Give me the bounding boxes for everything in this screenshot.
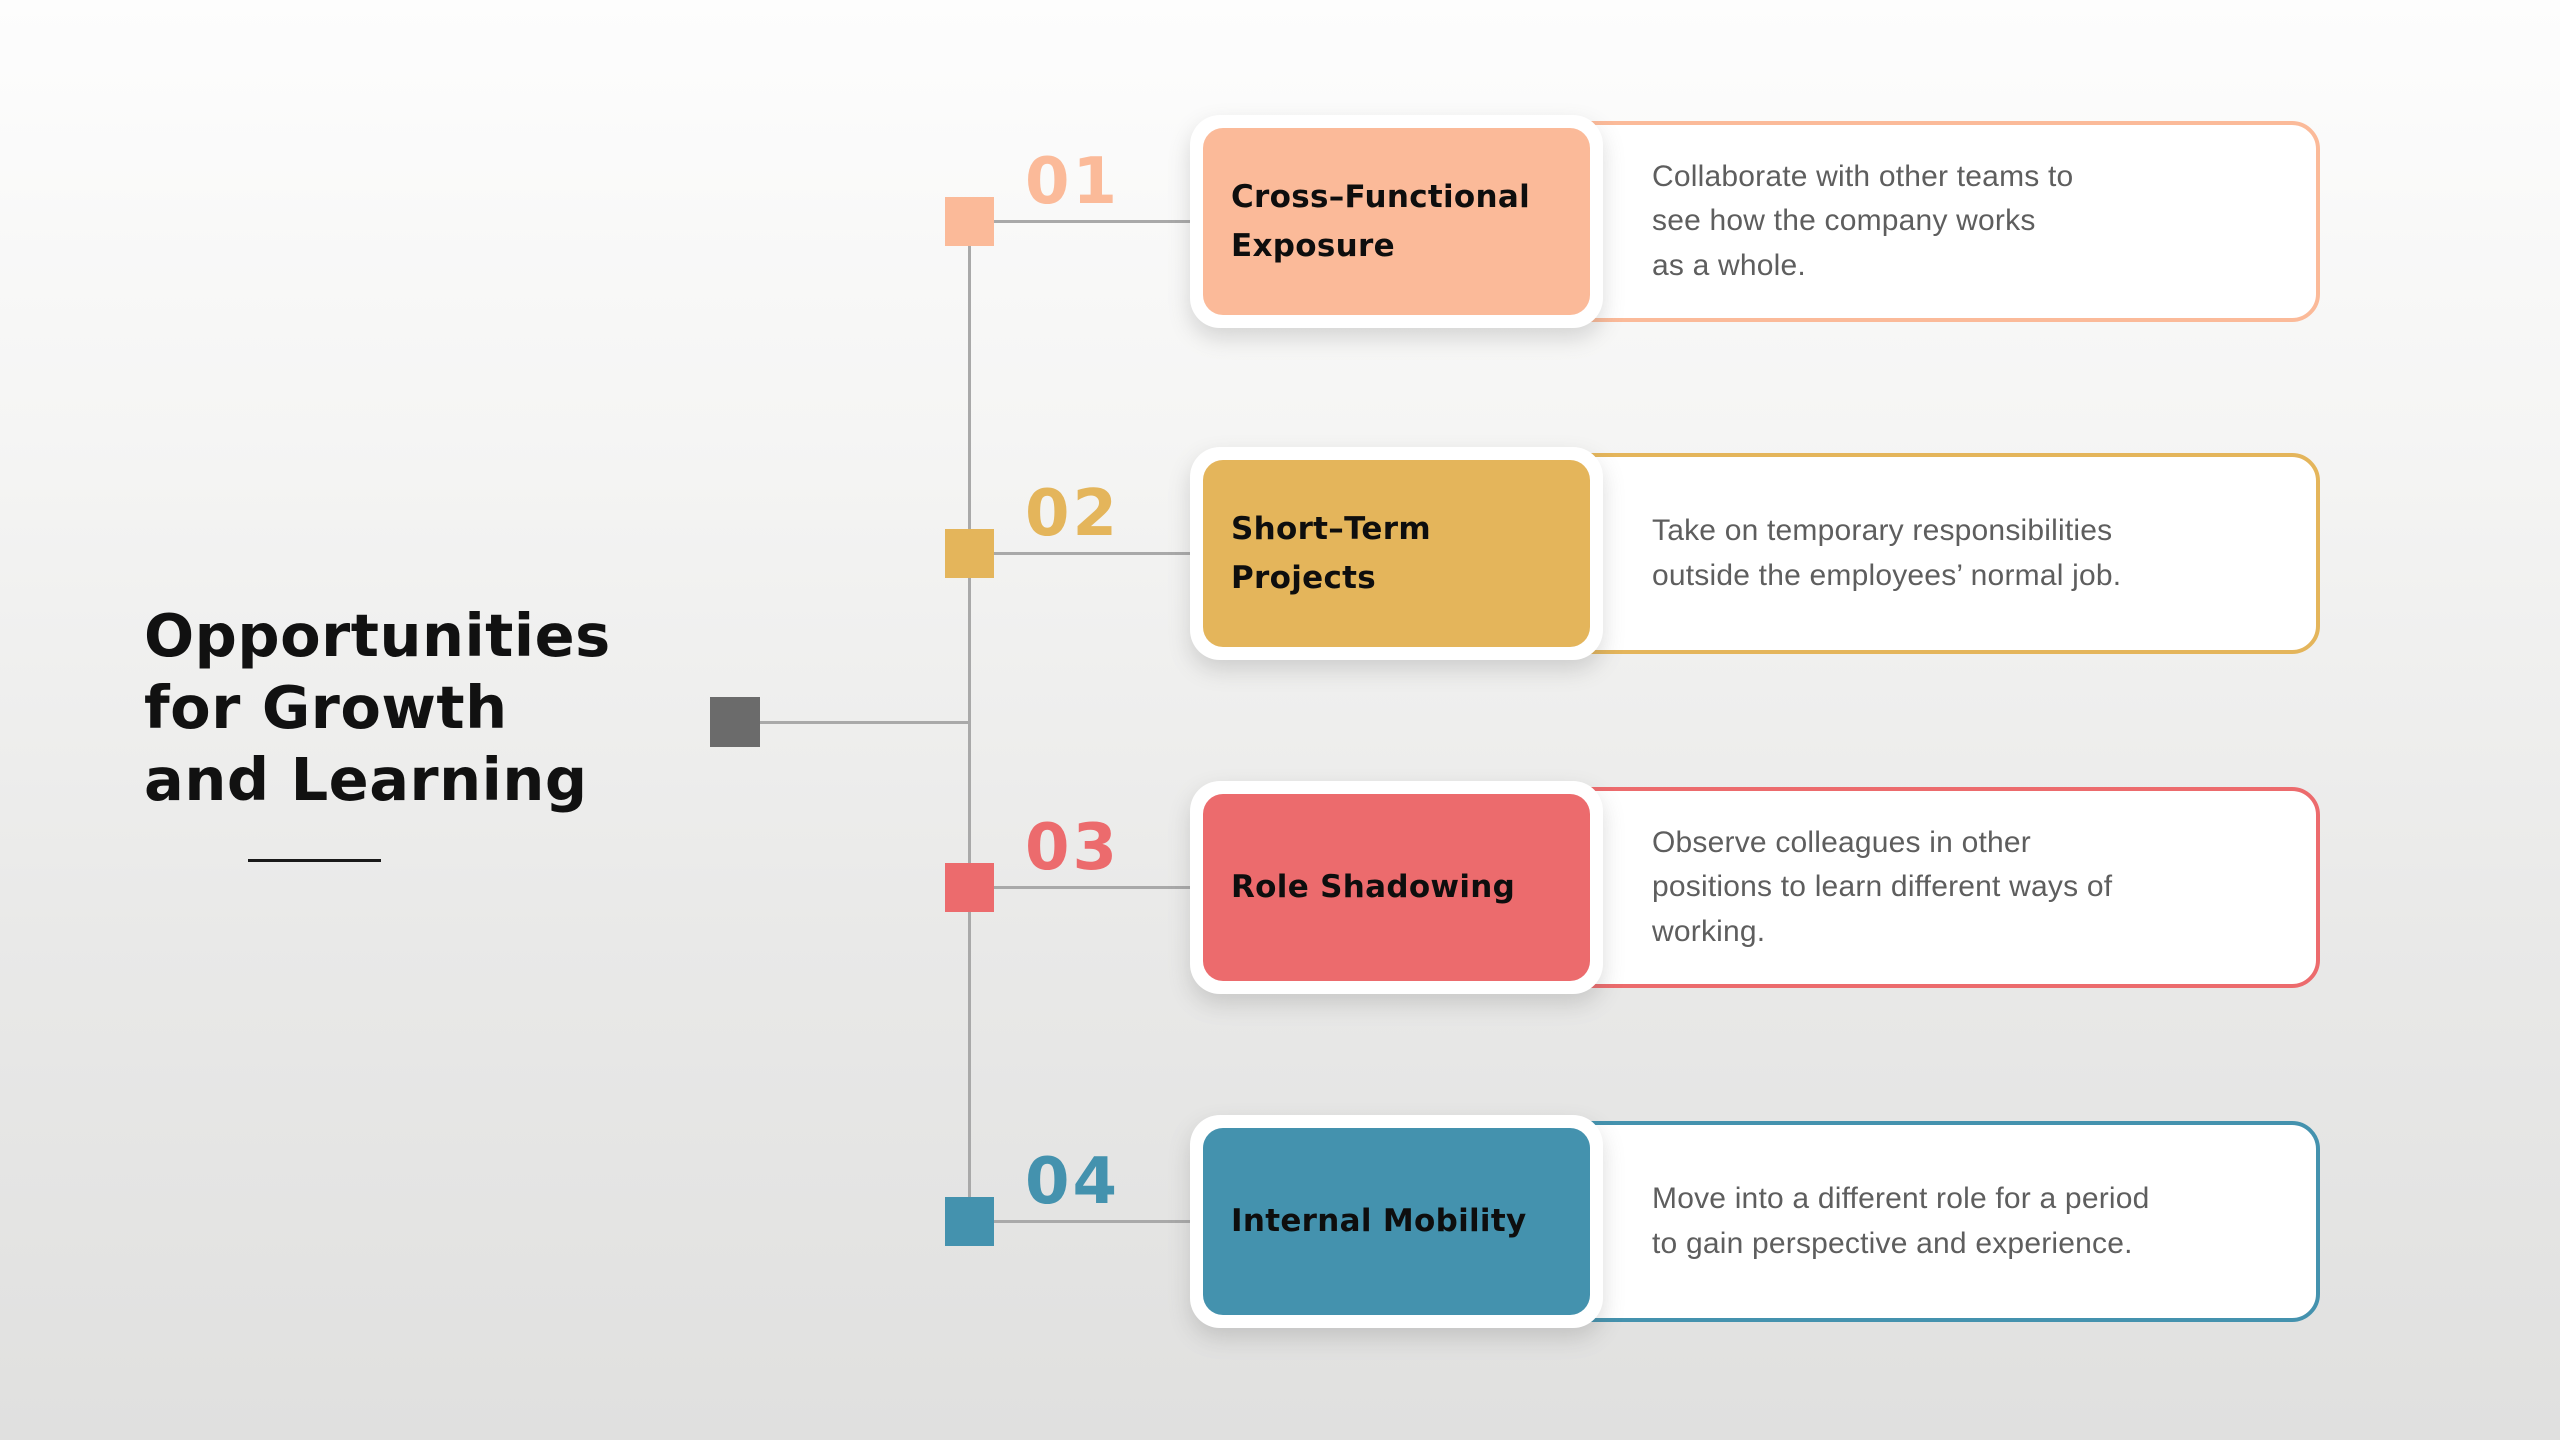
item-1-connector-line bbox=[994, 220, 1190, 223]
item-3-label-card: Role Shadowing bbox=[1190, 781, 1603, 994]
item-3-label-box: Role Shadowing bbox=[1203, 794, 1590, 981]
item-2-connector-line bbox=[994, 552, 1190, 555]
item-3-label: Role Shadowing bbox=[1231, 869, 1516, 906]
item-3-number: 03 bbox=[1025, 811, 1121, 885]
item-1-description-card: Collaborate with other teams to see how … bbox=[1560, 121, 2320, 322]
item-1-number: 01 bbox=[1025, 145, 1121, 219]
center-node-square bbox=[710, 697, 760, 747]
item-3-description: Observe colleagues in other positions to… bbox=[1652, 826, 2113, 948]
item-2-label-box: Short–Term Projects bbox=[1203, 460, 1590, 647]
item-row-2: 02 Short–Term Projects Take on temporary… bbox=[940, 447, 2340, 660]
item-2-label: Short–Term Projects bbox=[1231, 511, 1431, 596]
item-4-connector-line bbox=[994, 1220, 1190, 1223]
item-row-3: 03 Role Shadowing Observe colleagues in … bbox=[940, 781, 2340, 994]
title-underline bbox=[248, 859, 381, 862]
item-4-description-card: Move into a different role for a period … bbox=[1560, 1121, 2320, 1322]
item-3-connector-line bbox=[994, 886, 1190, 889]
item-2-description-card: Take on temporary responsibilities outsi… bbox=[1560, 453, 2320, 654]
item-1-label-card: Cross–Functional Exposure bbox=[1190, 115, 1603, 328]
item-row-4: 04 Internal Mobility Move into a differe… bbox=[940, 1115, 2340, 1328]
item-4-description: Move into a different role for a period … bbox=[1652, 1182, 2150, 1260]
item-4-number: 04 bbox=[1025, 1145, 1121, 1219]
item-2-number: 02 bbox=[1025, 477, 1121, 551]
item-2-node-square bbox=[945, 529, 994, 578]
item-1-description: Collaborate with other teams to see how … bbox=[1652, 160, 2074, 282]
item-3-description-card: Observe colleagues in other positions to… bbox=[1560, 787, 2320, 988]
item-1-label: Cross–Functional Exposure bbox=[1231, 179, 1531, 264]
item-4-label: Internal Mobility bbox=[1231, 1203, 1527, 1240]
item-4-label-box: Internal Mobility bbox=[1203, 1128, 1590, 1315]
page-title: Opportunities for Growth and Learning bbox=[144, 601, 611, 814]
item-row-1: 01 Cross–Functional Exposure Collaborate… bbox=[940, 115, 2340, 328]
item-4-node-square bbox=[945, 1197, 994, 1246]
center-connector-line bbox=[760, 721, 969, 724]
item-3-node-square bbox=[945, 863, 994, 912]
item-4-label-card: Internal Mobility bbox=[1190, 1115, 1603, 1328]
item-1-label-box: Cross–Functional Exposure bbox=[1203, 128, 1590, 315]
item-2-description: Take on temporary responsibilities outsi… bbox=[1652, 514, 2122, 592]
item-2-label-card: Short–Term Projects bbox=[1190, 447, 1603, 660]
vertical-spine-line bbox=[968, 245, 971, 1198]
item-1-node-square bbox=[945, 197, 994, 246]
